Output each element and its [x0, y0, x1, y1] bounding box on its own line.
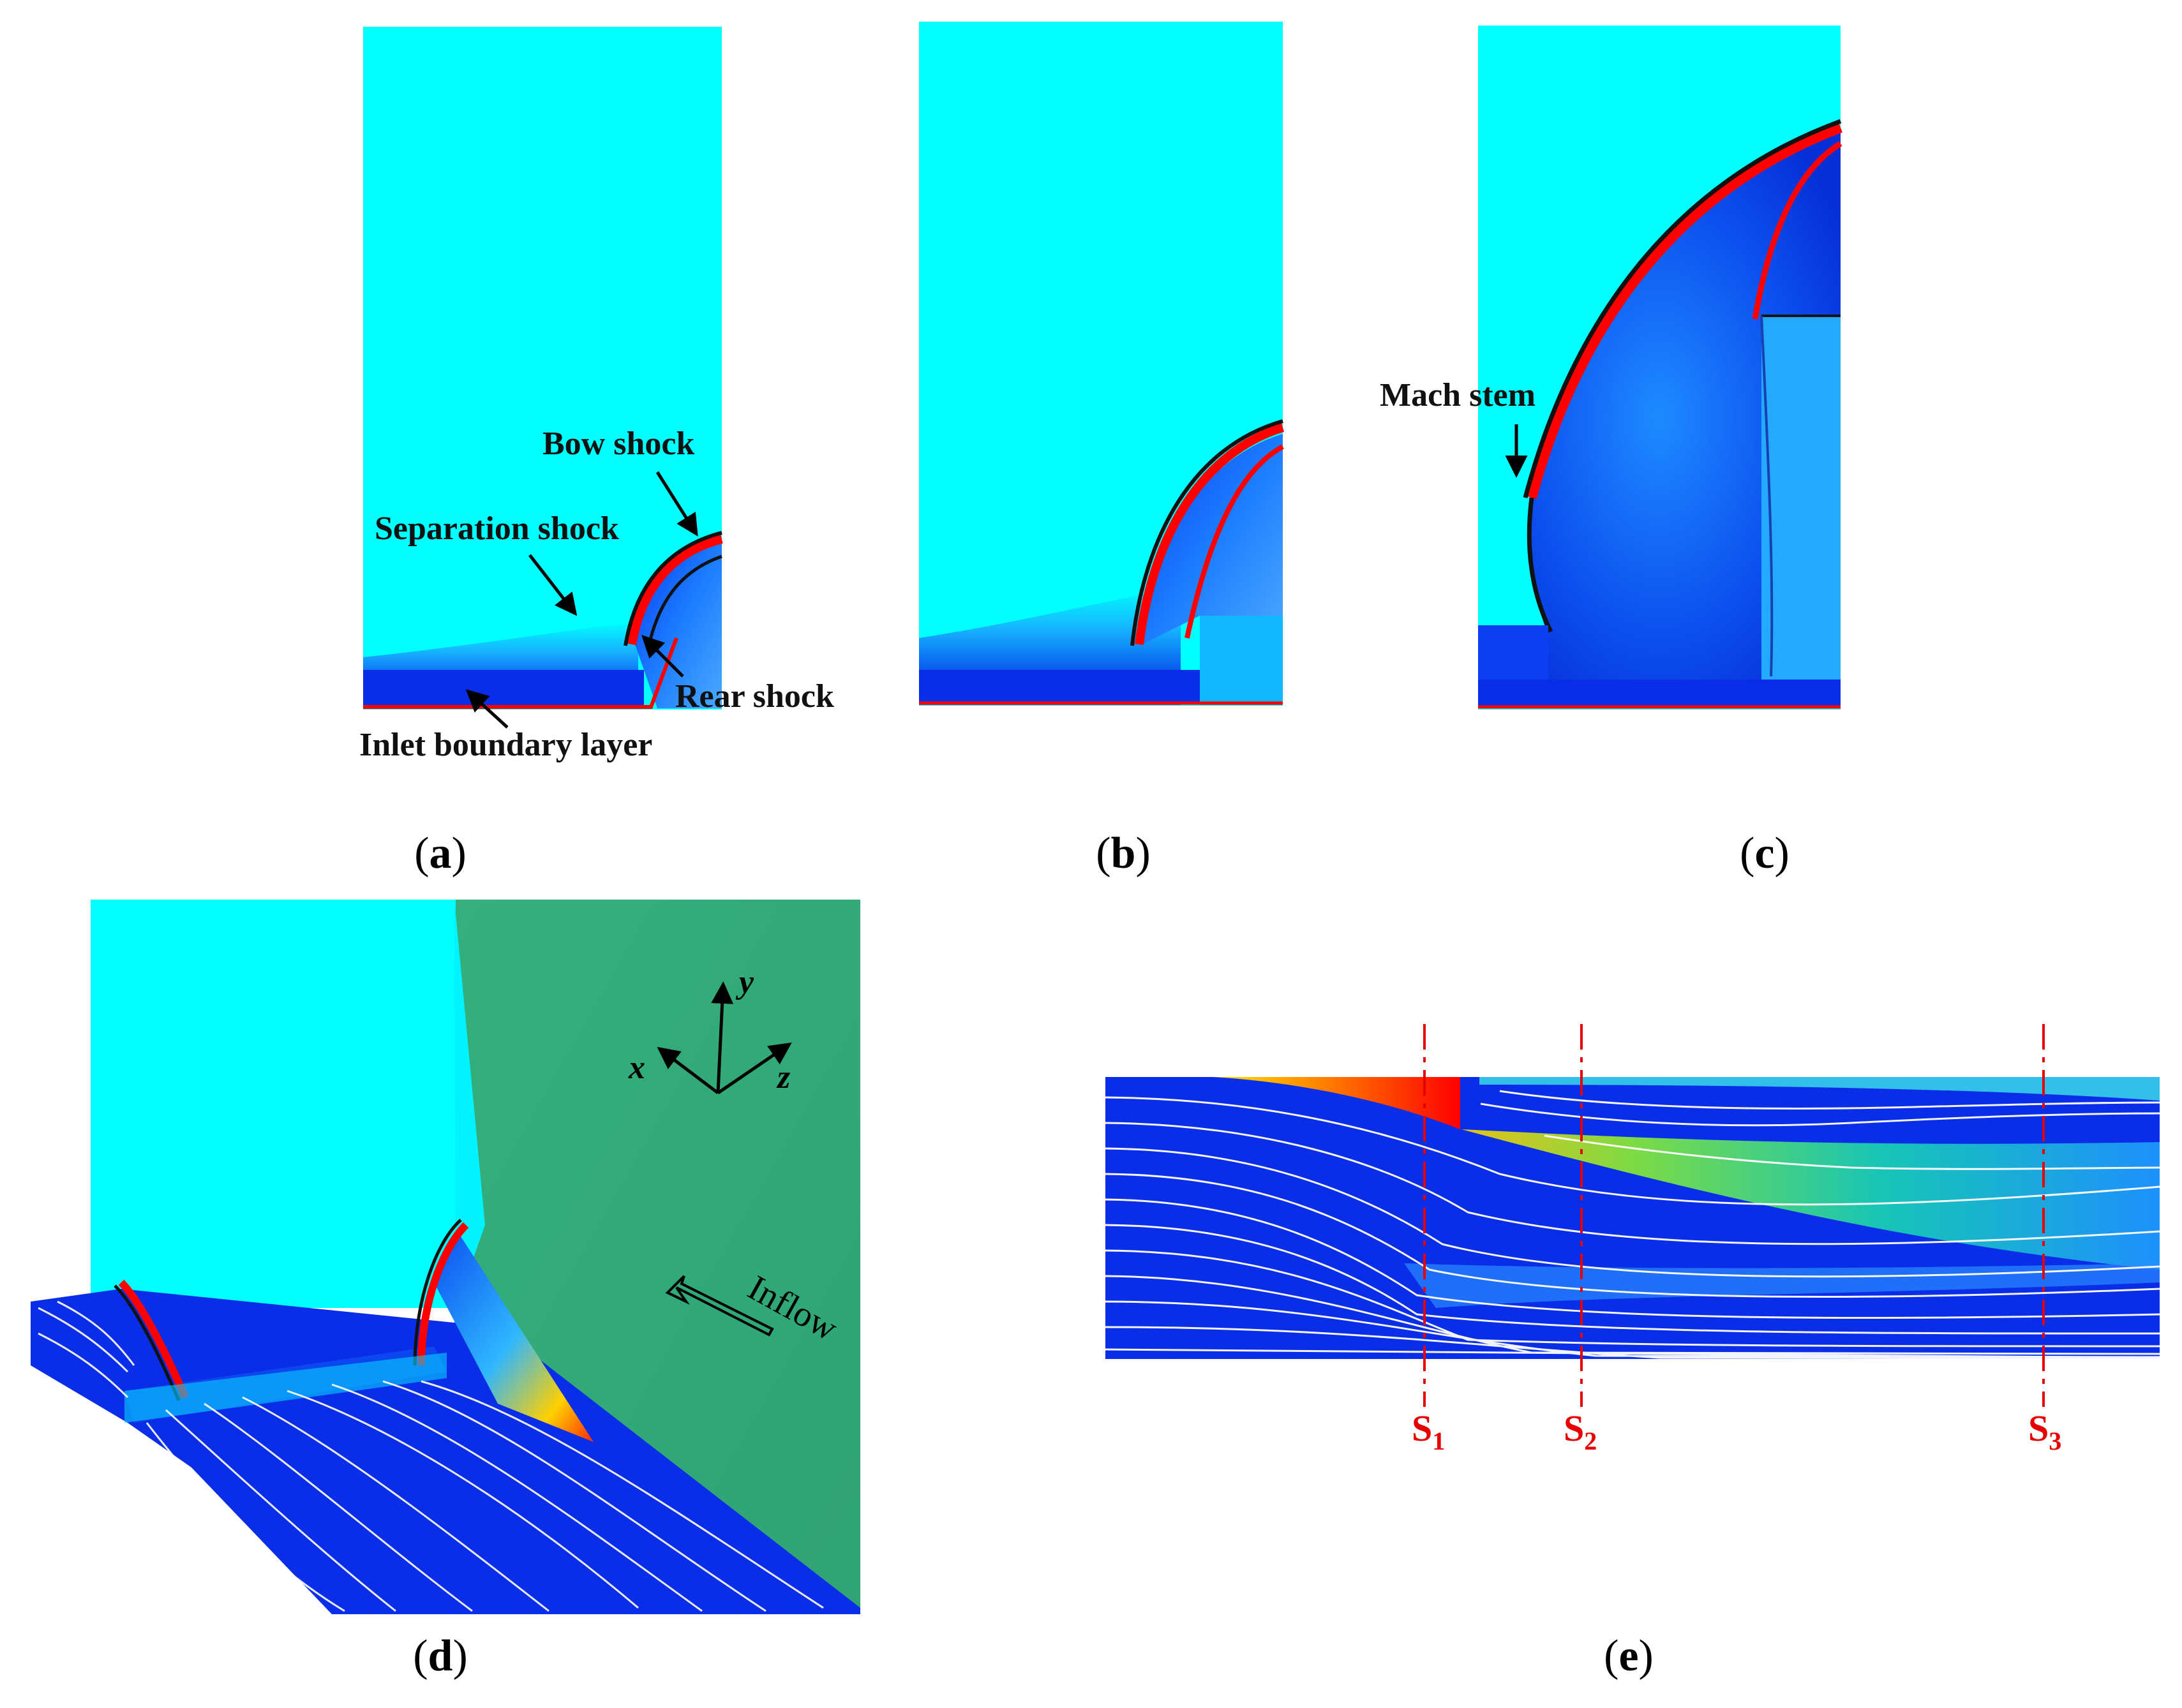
panel-c-bow-shock-edge: [1523, 119, 1842, 498]
panel-e-top-high: [1213, 1077, 1460, 1129]
label-separation-shock: Separation shock: [375, 510, 619, 547]
panel-d-floor: [31, 1289, 860, 1614]
section-s1-sub: 1: [1432, 1427, 1445, 1455]
panel-a-annotations: Bow shock Separation shock Rear shock In…: [359, 426, 834, 763]
panel-b-bow-shock: [1135, 423, 1285, 645]
label-mach-stem: Mach stem: [1380, 377, 1536, 413]
axis-z-label: z: [776, 1059, 791, 1095]
panel-a-rear-shock: [646, 554, 722, 651]
panel-a-boundary-layer: [363, 670, 644, 705]
arrow-separation-shock: [528, 554, 578, 616]
panel-c-mach-stem: [1527, 497, 1553, 633]
section-label-s2: S2: [1564, 1407, 1597, 1455]
axis-x-arrow: [657, 1046, 719, 1094]
section-s2-base: S: [1564, 1407, 1584, 1449]
panel-c-bow-shock: [1527, 123, 1842, 500]
inflow-arrow: [665, 1275, 774, 1337]
panel-c: Mach stem (c): [1380, 26, 1842, 878]
label-inlet-boundary-layer: Inlet boundary layer: [359, 727, 652, 763]
arrow-inlet-boundary-layer: [465, 689, 509, 729]
caption-c-letter: c: [1754, 829, 1774, 878]
panel-e-shear-fan: [1461, 1129, 2160, 1270]
section-s3-base: S: [2028, 1407, 2049, 1449]
axis-x-label: x: [628, 1050, 645, 1086]
panel-b: (b): [919, 22, 1285, 878]
caption-a: (a): [414, 829, 467, 878]
arrow-bow-shock: [655, 471, 698, 537]
panel-d-symmetry-plane-slant: [454, 900, 485, 1308]
panel-e-top-band: [1479, 1077, 2160, 1101]
panel-b-bow-shock-edge: [1130, 419, 1283, 646]
panel-a-bow-shock-edge: [624, 531, 722, 646]
section-s2-sub: 2: [1584, 1427, 1597, 1455]
panel-c-shock-fan: [1478, 128, 1841, 708]
panel-e: S1 S2 S3 (e): [1105, 1024, 2160, 1681]
panel-c-downstream-region: [1761, 316, 1841, 708]
caption-a-letter: a: [430, 829, 452, 878]
section-s3-sub: 3: [2049, 1427, 2061, 1455]
section-label-s3: S3: [2028, 1407, 2061, 1455]
panel-d-right-shock: [417, 1222, 469, 1366]
section-s1-base: S: [1412, 1407, 1432, 1449]
axis-y-arrow: [711, 981, 734, 1094]
label-rear-shock: Rear shock: [675, 678, 834, 715]
panel-d-fin-face: [434, 1235, 594, 1442]
caption-b-letter: b: [1111, 829, 1136, 878]
panel-b-shock-region: [1142, 434, 1283, 644]
caption-e-letter: e: [1618, 1631, 1638, 1681]
caption-b: (b): [1096, 829, 1151, 878]
panel-c-reflected-shock: [1760, 315, 1774, 677]
arrow-rear-shock: [641, 635, 684, 678]
panel-d-symmetry-plane: [91, 900, 456, 1308]
caption-d-letter: d: [428, 1631, 453, 1681]
panel-a-bow-shock: [627, 535, 723, 646]
panel-d-left-shock: [118, 1279, 189, 1399]
caption-e: (e): [1604, 1631, 1654, 1681]
panel-d-axes: y x z: [628, 964, 792, 1095]
panel-b-rear-shock: [1184, 444, 1284, 639]
caption-d: (d): [413, 1631, 468, 1681]
panel-c-boundary-layer: [1478, 679, 1841, 708]
caption-c: (c): [1740, 829, 1790, 878]
panel-d: y x z Inflow (d): [31, 900, 860, 1681]
panel-e-section-lines: S1 S2 S3: [1412, 1024, 2061, 1455]
panel-b-downstream-region: [1200, 616, 1283, 705]
panel-e-notch: [1460, 1077, 1479, 1125]
panel-a: Bow shock Separation shock Rear shock In…: [359, 27, 834, 878]
axis-z-arrow: [717, 1043, 792, 1095]
panel-c-rear-shock: [1752, 141, 1842, 320]
panel-d-streamlines: [38, 1300, 824, 1612]
section-label-s1: S1: [1412, 1407, 1445, 1455]
panel-e-streamlines: [1105, 1090, 2160, 1360]
label-bow-shock: Bow shock: [542, 426, 694, 462]
panel-d-right-shock-edge: [413, 1219, 462, 1366]
panel-a-shock-region: [635, 542, 722, 708]
panel-d-left-shock-edge: [114, 1284, 181, 1401]
